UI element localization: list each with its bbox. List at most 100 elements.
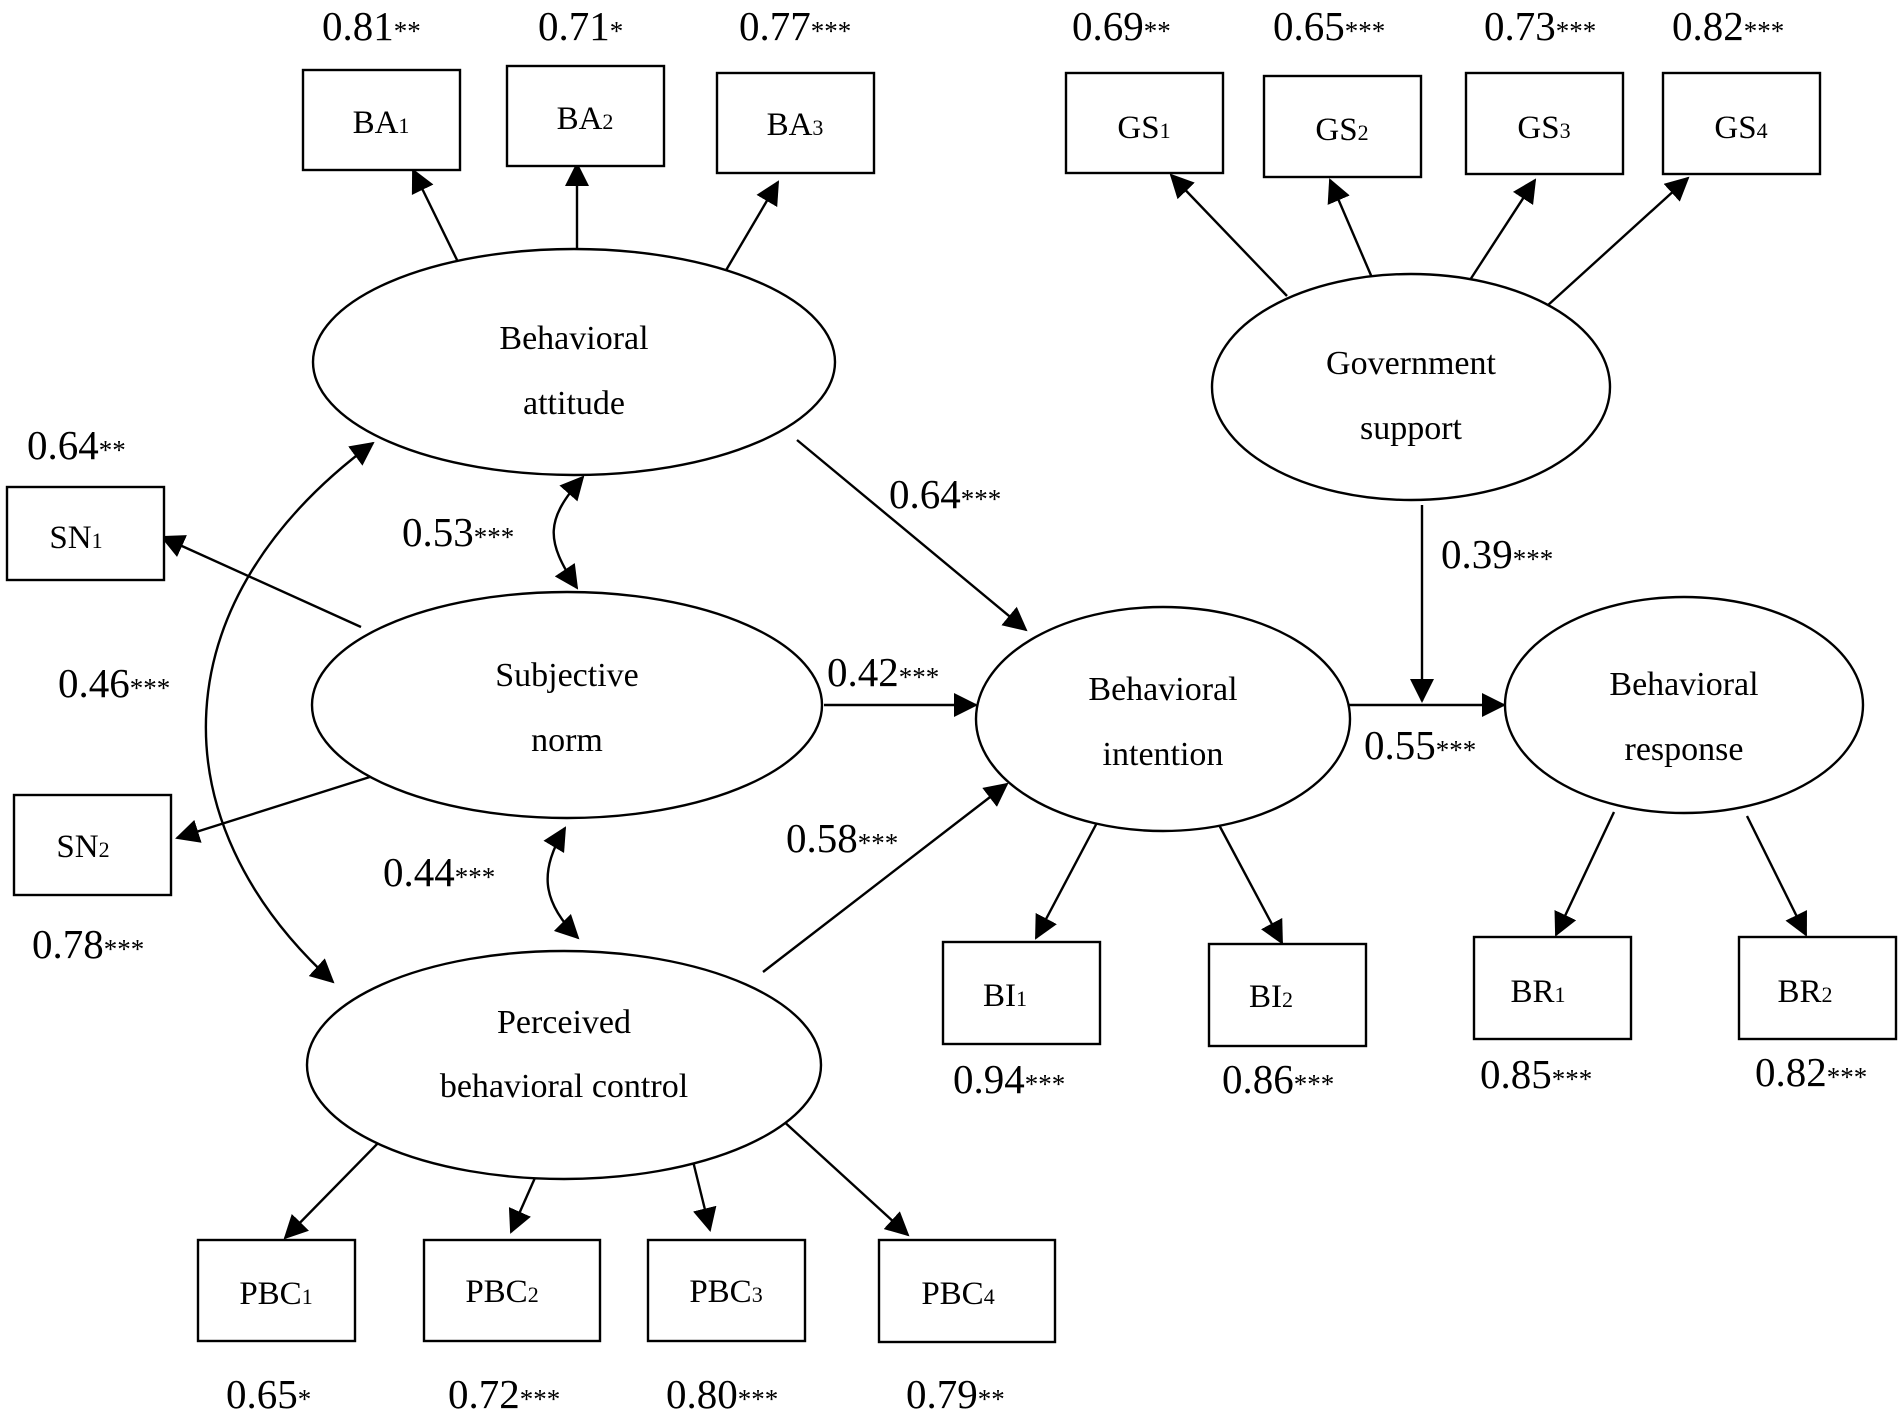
significance-stars: ***: [455, 862, 496, 892]
significance-stars: *: [298, 1384, 312, 1414]
significance-stars: ***: [1552, 1064, 1593, 1094]
construct-behavioral-response: Behavioral response: [1503, 595, 1865, 815]
loading-sn2: 0.78***: [32, 921, 144, 967]
cov-coef-sn-pbc: 0.44***: [383, 849, 495, 895]
svg-text:SN1: SN1: [49, 520, 102, 556]
significance-stars: ***: [104, 934, 145, 964]
significance-stars: ***: [474, 522, 515, 552]
loading-pbc2: 0.72***: [448, 1371, 560, 1417]
indicator-label: PBC: [465, 1274, 527, 1310]
construct-label: Government: [1326, 345, 1497, 382]
indicator-ba2: BA2: [505, 64, 666, 168]
indicator-subscript: 1: [302, 1284, 313, 1309]
indicator-subscript: 3: [752, 1282, 763, 1307]
indicator-subscript: 1: [398, 113, 409, 138]
indicator-subscript: 2: [1358, 120, 1369, 145]
edge-pbc-pbc4: [779, 1117, 910, 1237]
indicator-label: GS: [1117, 110, 1159, 146]
indicator-label: PBC: [689, 1274, 751, 1310]
indicator-subscript: 2: [1282, 987, 1293, 1012]
indicator-bi2: BI2: [1207, 942, 1368, 1048]
significance-stars: ***: [1436, 735, 1477, 765]
loading-sn1: 0.64**: [27, 422, 126, 468]
significance-stars: ***: [1513, 544, 1554, 574]
loading-bi1: 0.94***: [953, 1056, 1065, 1102]
svg-text:GS2: GS2: [1315, 112, 1368, 148]
significance-stars: ***: [1294, 1069, 1335, 1099]
construct-behavioral-intention: Behavioral intention: [974, 605, 1352, 833]
construct-label: Behavioral: [1609, 666, 1758, 703]
indicator-label: GS: [1517, 110, 1559, 146]
indicator-subscript: 1: [92, 528, 103, 553]
cov-coef-ba-sn: 0.53***: [402, 509, 514, 555]
cov-ba-sn: [552, 475, 585, 590]
edge-sn-sn2: [175, 774, 374, 843]
indicator-label: PBC: [921, 1276, 983, 1312]
indicator-subscript: 1: [1016, 986, 1027, 1011]
significance-stars: ***: [811, 16, 852, 46]
path-coef-gs-moderation: 0.39***: [1441, 531, 1553, 577]
edge-gs-gs2: [1327, 178, 1375, 281]
indicator-subscript: 4: [1757, 118, 1768, 143]
construct-label: Behavioral: [1088, 671, 1237, 708]
indicator-label: GS: [1315, 112, 1357, 148]
svg-text:GS3: GS3: [1517, 110, 1570, 146]
significance-stars: **: [1144, 16, 1171, 46]
significance-stars: ***: [1345, 16, 1386, 46]
indicator-subscript: 3: [1560, 118, 1571, 143]
significance-stars: **: [394, 16, 421, 46]
indicator-subscript: 4: [984, 1284, 995, 1309]
svg-text:BI2: BI2: [1249, 979, 1293, 1015]
construct-label: attitude: [523, 385, 625, 422]
construct-label: Behavioral: [499, 320, 648, 357]
svg-text:PBC2: PBC2: [465, 1274, 538, 1310]
indicator-label: BR: [1510, 974, 1554, 1010]
indicator-subscript: 2: [528, 1282, 539, 1307]
loading-br1: 0.85***: [1480, 1051, 1592, 1097]
edge-ba-bi: [796, 439, 1028, 632]
indicator-gs3: GS3: [1464, 71, 1625, 176]
edge-br-br2: [1745, 815, 1808, 937]
indicator-subscript: 2: [602, 109, 613, 134]
loading-bi2: 0.86***: [1222, 1056, 1334, 1102]
loading-gs1: 0.69**: [1072, 3, 1171, 49]
indicator-bi1: BI1: [941, 940, 1102, 1046]
construct-label: response: [1625, 731, 1744, 768]
svg-text:PBC1: PBC1: [239, 1276, 312, 1312]
cov-sn-pbc: [543, 826, 580, 940]
loading-ba2: 0.71*: [538, 3, 623, 49]
indicator-label: BI: [1249, 979, 1282, 1015]
significance-stars: ***: [1827, 1062, 1868, 1092]
significance-stars: ***: [1025, 1069, 1066, 1099]
loading-pbc1: 0.65*: [226, 1371, 311, 1417]
indicator-ba3: BA3: [715, 71, 876, 175]
path-coef-ba-bi: 0.64***: [889, 471, 1001, 517]
construct-label: Subjective: [495, 657, 639, 694]
loading-gs3: 0.73***: [1484, 3, 1596, 49]
svg-text:BA2: BA2: [557, 101, 614, 137]
significance-stars: ***: [899, 662, 940, 692]
construct-label: norm: [531, 722, 603, 759]
indicator-gs2: GS2: [1262, 74, 1423, 179]
indicator-br2: BR2: [1737, 935, 1898, 1041]
loading-gs4: 0.82***: [1672, 3, 1784, 49]
indicator-label: BA: [557, 101, 603, 137]
svg-text:BI1: BI1: [983, 978, 1027, 1014]
indicator-gs1: GS1: [1064, 71, 1225, 175]
significance-stars: *: [610, 16, 624, 46]
loading-ba1: 0.81**: [322, 3, 421, 49]
loading-pbc3: 0.80***: [666, 1371, 778, 1417]
indicator-label: SN: [49, 520, 91, 556]
indicator-sn2: SN2: [12, 793, 173, 897]
svg-text:BR2: BR2: [1777, 974, 1832, 1010]
construct-perceived-behavioral-control: Perceived behavioral control: [305, 949, 823, 1181]
indicator-label: BA: [353, 105, 399, 141]
cov-ba-pbc: [204, 441, 375, 984]
construct-label: behavioral control: [440, 1068, 688, 1105]
path-coef-pbc-bi: 0.58***: [786, 815, 898, 861]
loading-gs2: 0.65***: [1273, 3, 1385, 49]
indicator-pbc1: PBC1: [196, 1238, 357, 1343]
indicator-br1: BR1: [1472, 935, 1633, 1041]
indicator-label: BR: [1777, 974, 1821, 1010]
